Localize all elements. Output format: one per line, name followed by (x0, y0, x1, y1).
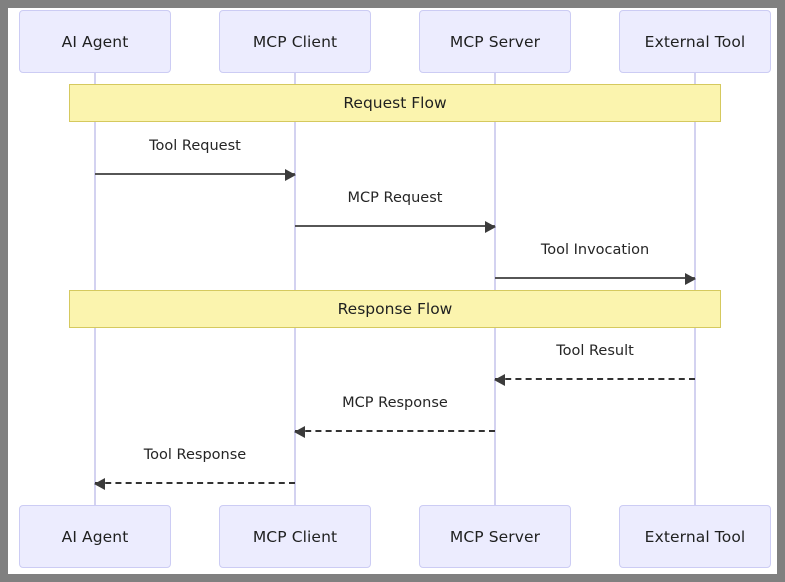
participant-label: External Tool (644, 32, 746, 51)
flow-band-request: Request Flow (69, 84, 721, 122)
participant-label: MCP Server (449, 527, 541, 546)
flow-band-label: Response Flow (337, 300, 453, 318)
message-line (495, 378, 695, 380)
arrow-head-right-icon (485, 220, 496, 233)
participant-top-mcp-server[interactable]: MCP Server (419, 10, 571, 73)
message-mcp-request: MCP Request (295, 190, 496, 234)
participant-label: AI Agent (61, 527, 129, 546)
message-label: Tool Request (149, 138, 241, 154)
participant-label: MCP Client (252, 527, 338, 546)
message-line (295, 225, 495, 227)
arrow-head-right-icon (285, 168, 296, 181)
message-tool-response: Tool Response (94, 447, 295, 491)
participant-bottom-external-tool[interactable]: External Tool (619, 505, 771, 568)
flow-band-label: Request Flow (343, 94, 447, 112)
message-tool-request: Tool Request (95, 138, 296, 182)
arrow-head-right-icon (685, 272, 696, 285)
participant-top-ai-agent[interactable]: AI Agent (19, 10, 171, 73)
message-label: Tool Response (143, 447, 247, 463)
message-label: Tool Invocation (540, 242, 650, 258)
arrow-head-left-icon (294, 425, 305, 438)
message-line (295, 430, 495, 432)
participant-bottom-mcp-client[interactable]: MCP Client (219, 505, 371, 568)
participant-label: AI Agent (61, 32, 129, 51)
participant-top-external-tool[interactable]: External Tool (619, 10, 771, 73)
message-line (95, 482, 295, 484)
message-line (495, 277, 695, 279)
message-label: MCP Response (342, 395, 448, 411)
arrow-head-left-icon (494, 373, 505, 386)
participant-label: MCP Client (252, 32, 338, 51)
sequence-diagram-canvas: AI Agent MCP Client MCP Server External … (8, 8, 777, 574)
message-tool-result: Tool Result (494, 343, 695, 387)
participant-bottom-ai-agent[interactable]: AI Agent (19, 505, 171, 568)
participant-top-mcp-client[interactable]: MCP Client (219, 10, 371, 73)
participant-label: MCP Server (449, 32, 541, 51)
participant-label: External Tool (644, 527, 746, 546)
message-line (95, 173, 295, 175)
arrow-head-left-icon (94, 477, 105, 490)
participant-bottom-mcp-server[interactable]: MCP Server (419, 505, 571, 568)
message-label: MCP Request (347, 190, 443, 206)
message-label: Tool Result (556, 343, 634, 359)
message-tool-invocation: Tool Invocation (495, 242, 696, 286)
flow-band-response: Response Flow (69, 290, 721, 328)
message-mcp-response: MCP Response (294, 395, 495, 439)
